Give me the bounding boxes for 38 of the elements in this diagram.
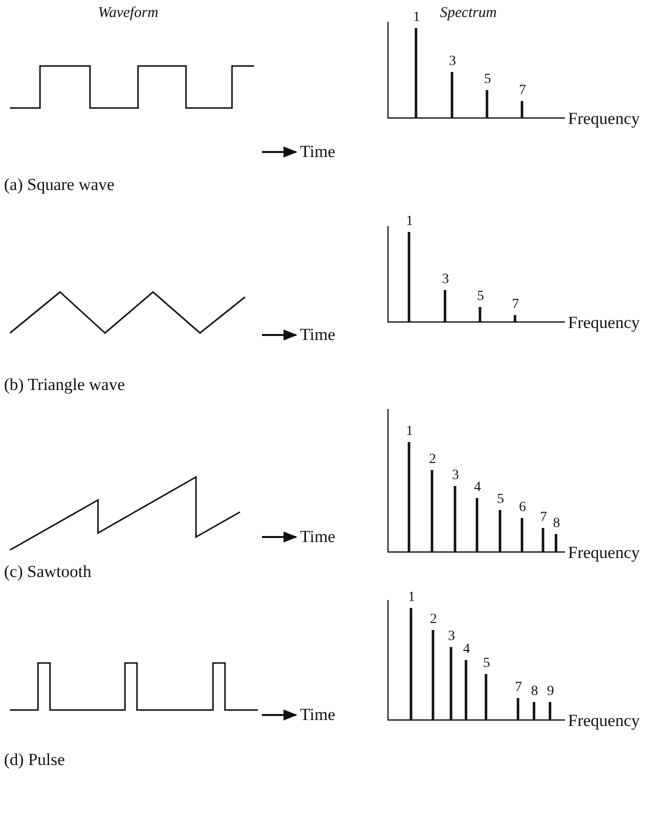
axis-label: Time [300,326,336,343]
harmonic-number: 3 [449,55,456,69]
harmonic-number: 7 [515,681,522,695]
harmonic-number: 7 [540,511,547,525]
harmonic-number: 8 [553,517,560,531]
harmonic-number: 1 [406,425,413,439]
harmonic-number: 4 [463,643,470,657]
column-heading: Spectrum [440,6,497,21]
harmonic-number: 7 [512,298,519,312]
harmonic-number: 4 [474,481,481,495]
harmonic-number: 2 [429,453,436,467]
harmonic-number: 3 [448,630,455,644]
axis-label: Time [300,143,336,160]
harmonic-number: 1 [406,215,413,229]
harmonic-number: 5 [477,290,484,304]
axis-label: Frequency [568,712,640,729]
axis-label: Frequency [568,314,640,331]
harmonic-number: 6 [519,501,526,515]
panel-caption: (d) Pulse [4,751,65,768]
harmonic-number: 1 [413,11,420,25]
panel-caption: (c) Sawtooth [4,563,92,580]
harmonic-number: 3 [452,469,459,483]
harmonic-number: 7 [519,84,526,98]
harmonic-number: 2 [430,613,437,627]
harmonic-number: 5 [497,493,504,507]
panel-caption: (a) Square wave [4,176,114,193]
axis-label: Time [300,706,336,723]
harmonic-number: 9 [547,685,554,699]
harmonic-number: 8 [531,685,538,699]
panel-caption: (b) Triangle wave [4,376,125,393]
harmonic-number: 5 [484,73,491,87]
harmonic-number: 1 [408,591,415,605]
harmonic-number: 3 [442,273,449,287]
axis-label: Time [300,528,336,545]
axis-label: Frequency [568,544,640,561]
column-heading: Waveform [98,6,158,21]
harmonic-number: 5 [483,657,490,671]
axis-label: Frequency [568,110,640,127]
